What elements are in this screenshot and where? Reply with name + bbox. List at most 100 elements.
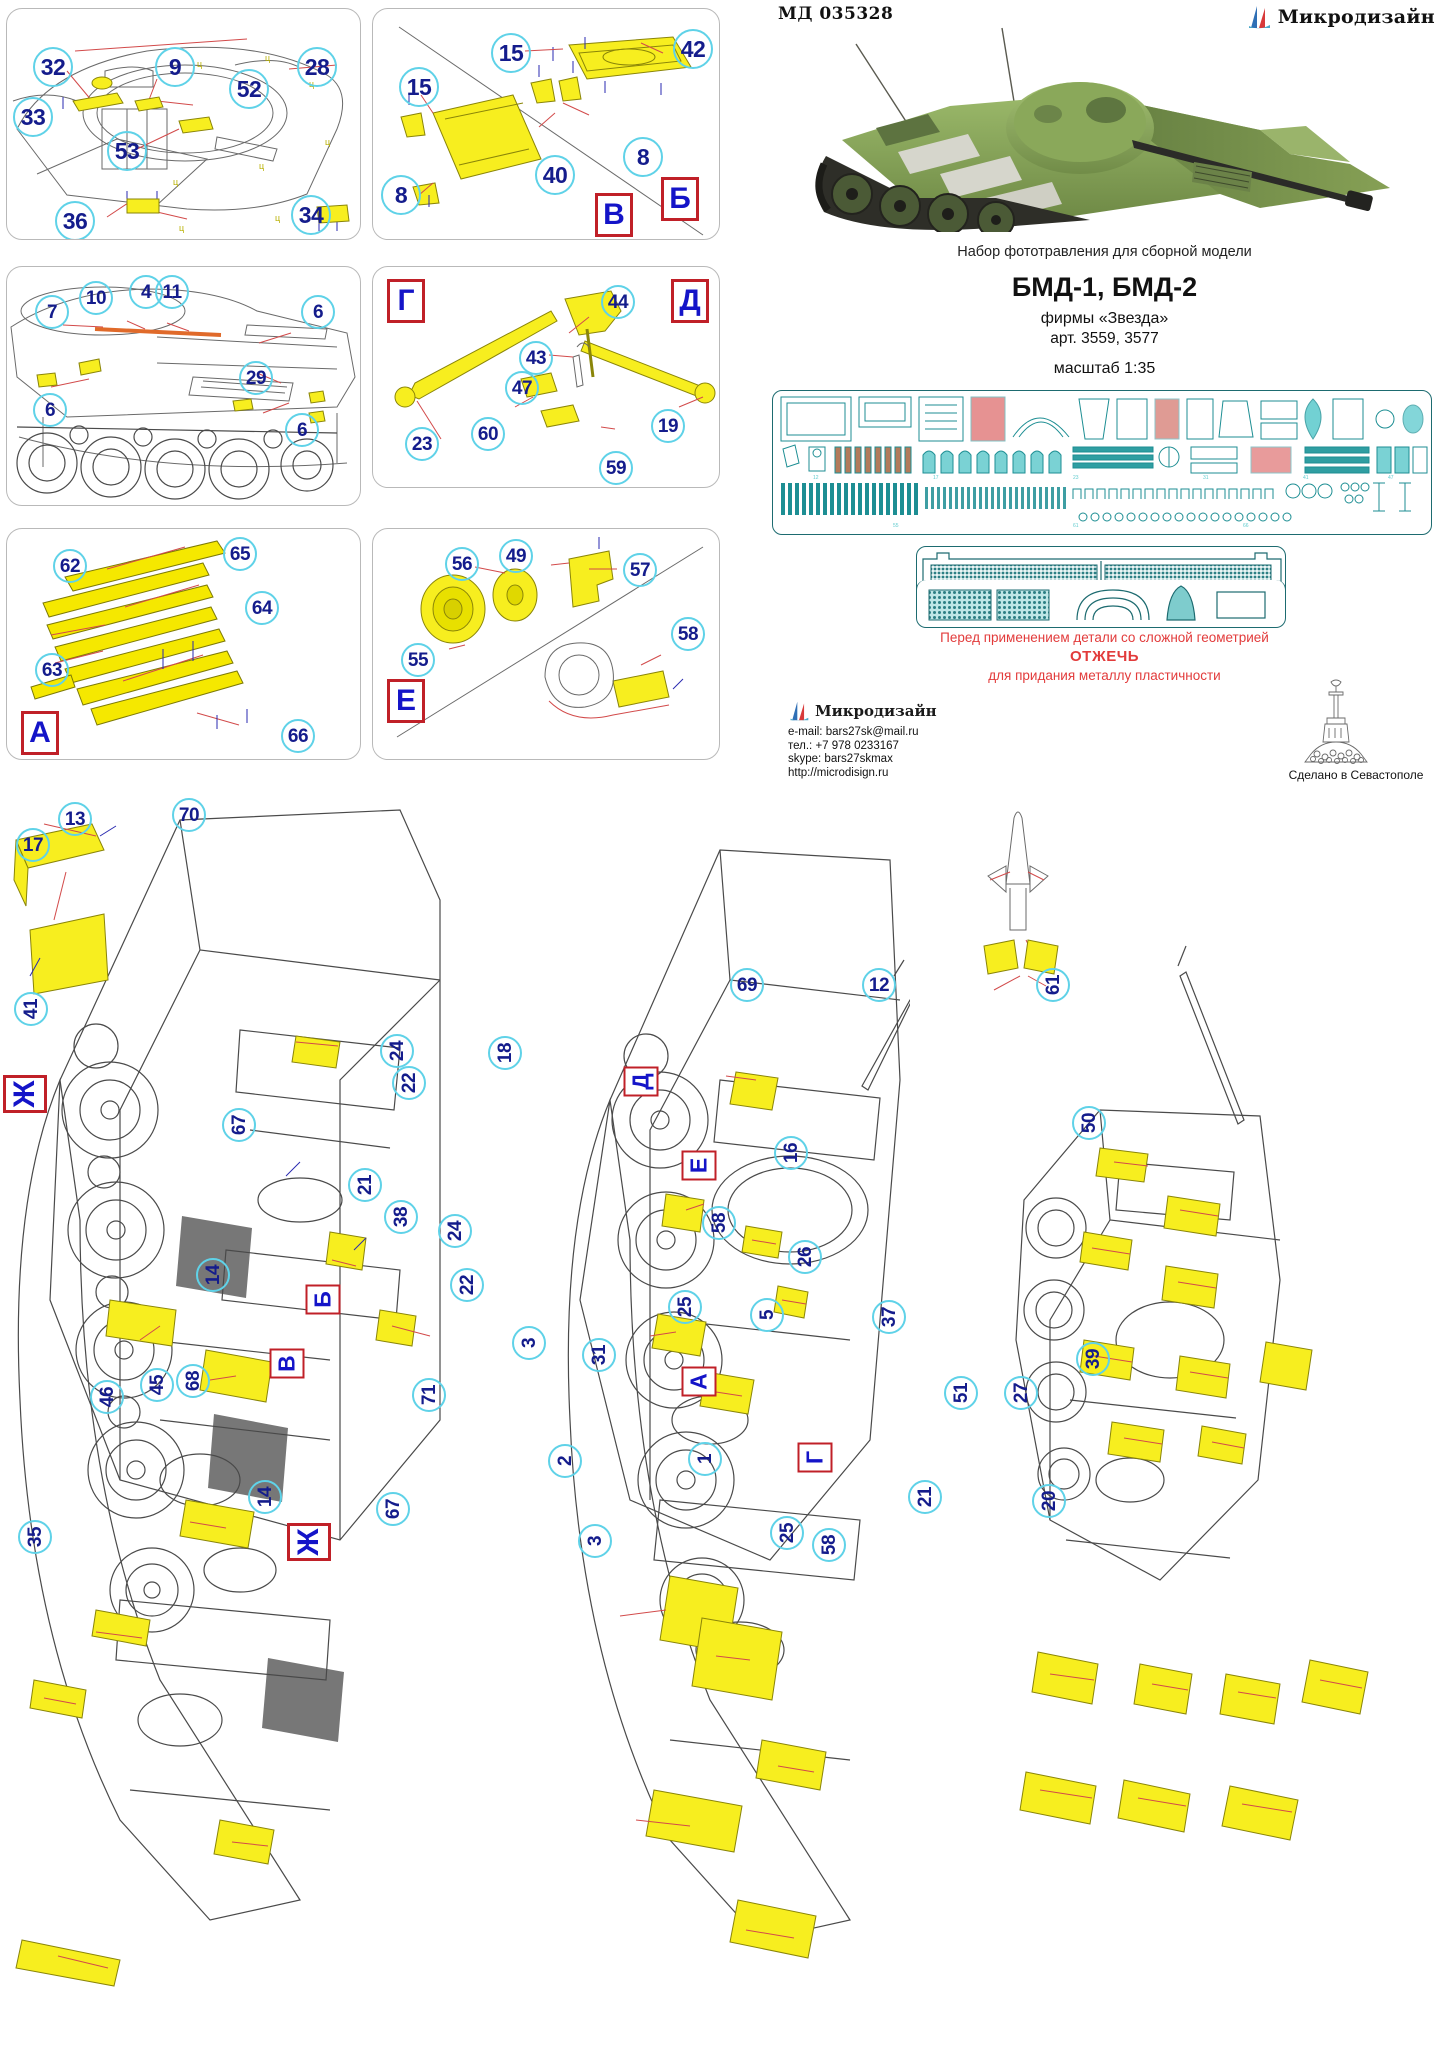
panel-e-drawing [396, 537, 704, 738]
callout-2: 2 [548, 1444, 582, 1478]
callout-13: 13 [58, 802, 92, 836]
panel-b-v: 15 42 15 8 40 8 Б В [372, 8, 720, 240]
svg-text:66: 66 [1243, 523, 1249, 529]
callout-58b: 58 [812, 1528, 846, 1562]
callout-31: 31 [582, 1338, 616, 1372]
turret-top-drawing: ццц ццц цц [12, 38, 350, 233]
badge-B-letter: Б [661, 177, 699, 221]
svg-text:55: 55 [893, 523, 899, 529]
callout-21r: 21 [908, 1480, 942, 1514]
kit-subtitle: Набор фототравления для сборной модели [957, 244, 1252, 260]
callout-37: 37 [872, 1300, 906, 1334]
left-assembly-drawing [13, 809, 441, 1987]
callout-33: 33 [13, 97, 53, 137]
svg-text:ц: ц [173, 177, 178, 187]
callout-14a: 14 [196, 1258, 230, 1292]
brand-name: Микродизайн [1277, 6, 1435, 28]
callout-14b: 14 [248, 1480, 282, 1514]
callout-39: 39 [1076, 1342, 1110, 1376]
contact-block: e-mail: bars27sk@mail.ru тел.: +7 978 02… [788, 726, 919, 780]
panel-g-d: Г Д 44 43 47 23 60 19 59 [372, 266, 720, 488]
callout-52: 52 [229, 69, 269, 109]
microdesign-sail-icon [1248, 6, 1270, 29]
callout-5: 5 [750, 1298, 784, 1332]
svg-text:ц: ц [259, 161, 264, 171]
callout-63: 63 [35, 653, 69, 687]
panel-a: 62 65 64 63 66 А [6, 528, 361, 760]
callout-11: 11 [155, 275, 189, 309]
svg-text:41: 41 [1303, 475, 1309, 481]
callout-18: 18 [488, 1036, 522, 1070]
contact-skype: skype: bars27skmax [788, 753, 893, 765]
callout-65: 65 [223, 537, 257, 571]
brand-logo: Микродизайн [1246, 4, 1435, 30]
warning-line-1: Перед применением детали со сложной геом… [940, 630, 1269, 645]
callout-56: 56 [445, 547, 479, 581]
callout-71: 71 [412, 1378, 446, 1412]
large-assembly-views: 17 13 70 41 67 24 22 21 38 24 22 14 68 4… [0, 780, 1449, 2048]
svg-text:61: 61 [1073, 523, 1079, 529]
badge-Zh-bottom: Ж [287, 1523, 331, 1561]
svg-text:31: 31 [1203, 475, 1209, 481]
callout-21: 21 [348, 1168, 382, 1202]
callout-66: 66 [281, 719, 315, 753]
svg-text:ц: ц [265, 53, 270, 63]
kit-firm: фирмы «Звезда» [1040, 310, 1169, 327]
callout-8a: 8 [623, 137, 663, 177]
panel-g-d-drawing [394, 290, 716, 440]
callout-57: 57 [623, 553, 657, 587]
badge-B-left: Б [305, 1284, 341, 1315]
pe-fret-small-drawing [928, 585, 1266, 621]
svg-text:ц: ц [197, 59, 202, 69]
badge-G-mid: Г [797, 1442, 833, 1473]
callout-15b: 15 [399, 67, 439, 107]
callout-26: 26 [788, 1240, 822, 1274]
panel-b-v-drawing [398, 26, 704, 236]
callout-1: 1 [688, 1442, 722, 1476]
callout-67b: 67 [376, 1492, 410, 1526]
kit-scale: масштаб 1:35 [1053, 360, 1156, 377]
callout-50: 50 [1072, 1106, 1106, 1140]
callout-10: 10 [79, 281, 113, 315]
middle-assembly-drawing [567, 849, 910, 1959]
badge-A-mid: А [681, 1366, 717, 1397]
callout-6c: 6 [285, 413, 319, 447]
svg-text:47: 47 [1388, 475, 1394, 481]
badge-D-mid: Д [623, 1066, 659, 1097]
pe-fret-small [916, 580, 1286, 628]
warning-line-2: ОТЖЕЧЬ [1069, 648, 1140, 665]
warning-line-3: для придания металлу пластичности [988, 668, 1221, 683]
contact-email: e-mail: bars27sk@mail.ru [788, 726, 919, 738]
panel-hull-side: 7 10 4 11 6 6 29 6 [6, 266, 361, 506]
callout-27: 27 [1004, 1376, 1038, 1410]
callout-24a: 24 [380, 1034, 414, 1068]
callout-58: 58 [671, 617, 705, 651]
callout-29: 29 [239, 361, 273, 395]
callout-20: 20 [1032, 1484, 1066, 1518]
callout-59: 59 [599, 451, 633, 485]
callout-45: 45 [140, 1368, 174, 1402]
callout-53: 53 [107, 131, 147, 171]
contact-site: http://microdisign.ru [788, 766, 889, 779]
callout-61: 61 [1036, 968, 1070, 1002]
badge-A-letter: А [21, 711, 59, 755]
footer-brand-logo: Микродизайн [788, 700, 937, 722]
callout-6b: 6 [33, 393, 67, 427]
callout-3a: 3 [512, 1326, 546, 1360]
callout-12: 12 [862, 968, 896, 1002]
badge-Zh-left: Ж [3, 1075, 47, 1113]
made-in-label: Сделано в Севастополе [1288, 768, 1424, 782]
svg-text:12: 12 [813, 475, 819, 481]
kit-articles: арт. 3559, 3577 [1050, 330, 1159, 347]
callout-23: 23 [405, 427, 439, 461]
callout-36: 36 [55, 201, 95, 239]
callout-32: 32 [33, 47, 73, 87]
callout-24b: 24 [438, 1214, 472, 1248]
callout-70: 70 [172, 798, 206, 832]
panel-e: 56 49 57 55 58 Е [372, 528, 720, 760]
svg-text:ц: ц [325, 137, 330, 147]
callout-69: 69 [730, 968, 764, 1002]
